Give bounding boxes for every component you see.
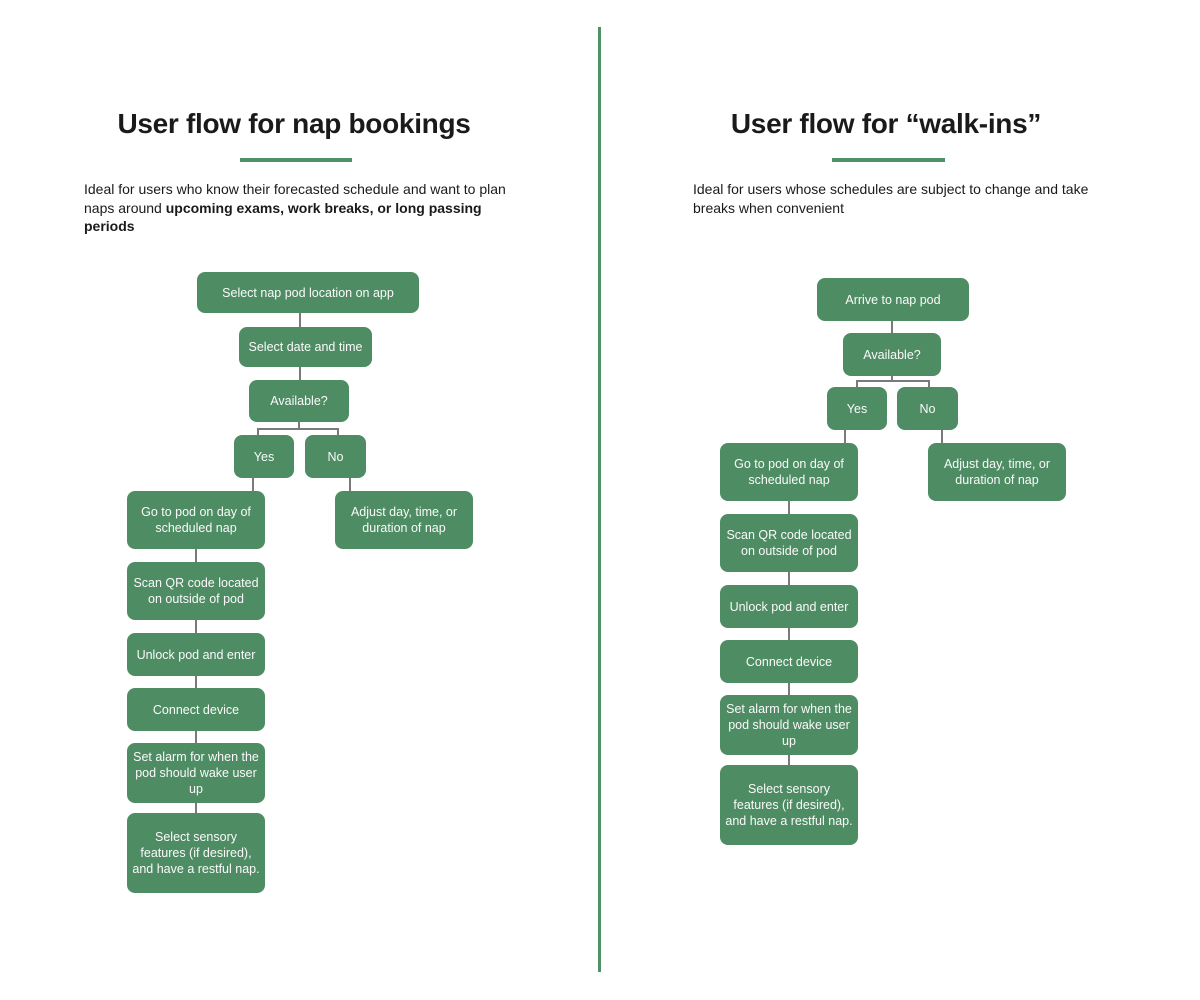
right-connector-line xyxy=(856,380,930,382)
left-connector-line xyxy=(299,313,301,327)
left-connector-line xyxy=(257,428,339,430)
flow-node-label: Yes xyxy=(846,401,868,416)
left-connector-line xyxy=(195,803,197,813)
right-flow-node-adjust: Adjust day, time, or duration of nap xyxy=(928,443,1066,501)
flow-node-label: Connect device xyxy=(152,702,240,717)
right-connector-line xyxy=(856,380,858,387)
flow-node-label: Adjust day, time, or duration of nap xyxy=(943,457,1051,487)
flow-node-label: Available? xyxy=(863,347,921,362)
flow-node-label: Go to pod on day of scheduled nap xyxy=(734,457,844,487)
right-connector-line xyxy=(891,321,893,333)
flow-node-label: No xyxy=(919,401,936,416)
flow-node-label: Connect device xyxy=(745,654,833,669)
right-flow-node-scan-qr: Scan QR code located on outside of pod xyxy=(720,514,858,572)
left-connector-line xyxy=(349,478,351,491)
panel-divider xyxy=(598,27,601,972)
left-flow-node-available: Available? xyxy=(249,380,349,422)
left-connector-line xyxy=(298,422,300,430)
flow-node-label: Go to pod on day of scheduled nap xyxy=(141,505,251,535)
left-panel-title: User flow for nap bookings xyxy=(117,108,471,139)
left-flow-node-connect: Connect device xyxy=(127,688,265,731)
right-flow-node-available: Available? xyxy=(843,333,941,376)
flow-node-label: Yes xyxy=(253,449,275,464)
right-flow-node-no: No xyxy=(897,387,958,430)
right-flow-node-go-to-pod: Go to pod on day of scheduled nap xyxy=(720,443,858,501)
right-flow-node-unlock: Unlock pod and enter xyxy=(720,585,858,628)
right-connector-line xyxy=(788,755,790,765)
left-flow-node-sensory: Select sensory features (if desired), an… xyxy=(127,813,265,893)
left-connector-line xyxy=(337,428,339,435)
right-flow-node-set-alarm: Set alarm for when the pod should wake u… xyxy=(720,695,858,755)
flow-node-label: Unlock pod and enter xyxy=(729,599,849,614)
left-title-underline xyxy=(240,158,352,162)
flow-node-label: Select nap pod location on app xyxy=(222,285,394,300)
right-panel-title: User flow for “walk-ins” xyxy=(730,108,1042,139)
left-flow-node-scan-qr: Scan QR code located on outside of pod xyxy=(127,562,265,620)
flow-node-label: Arrive to nap pod xyxy=(845,292,941,307)
left-flow-node-unlock: Unlock pod and enter xyxy=(127,633,265,676)
right-connector-line xyxy=(788,501,790,514)
left-flow-node-yes: Yes xyxy=(234,435,294,478)
right-connector-line xyxy=(788,572,790,585)
flow-node-label: Select date and time xyxy=(248,340,363,354)
left-connector-line xyxy=(299,367,301,380)
right-flow-node-yes: Yes xyxy=(827,387,887,430)
right-title-underline xyxy=(832,158,945,162)
left-connector-line xyxy=(195,620,197,633)
flow-node-label: Select sensory features (if desired), an… xyxy=(132,830,260,876)
left-flow-node-select-location: Select nap pod location on app xyxy=(197,272,419,313)
right-connector-line xyxy=(928,380,930,387)
flow-node-label: Select sensory features (if desired), an… xyxy=(725,782,853,828)
right-flow-node-connect: Connect device xyxy=(720,640,858,683)
left-flow-node-go-to-pod: Go to pod on day of scheduled nap xyxy=(127,491,265,549)
left-connector-line xyxy=(195,676,197,688)
right-panel-subtitle: Ideal for users whose schedules are subj… xyxy=(693,180,1123,217)
right-connector-line xyxy=(891,376,893,382)
flow-node-label: Unlock pod and enter xyxy=(136,647,256,662)
left-flow-node-no: No xyxy=(305,435,366,478)
left-flow-node-select-datetime: Select date and time xyxy=(239,327,372,367)
right-connector-line xyxy=(941,430,943,443)
flow-node-label: Available? xyxy=(270,394,328,408)
flow-node-label: No xyxy=(327,449,344,464)
flow-node-label: Adjust day, time, or duration of nap xyxy=(350,505,458,535)
flow-node-label: Scan QR code located on outside of pod xyxy=(726,528,852,558)
left-panel-subtitle: Ideal for users who know their forecaste… xyxy=(84,180,512,236)
right-connector-line xyxy=(788,628,790,640)
left-flow-node-set-alarm: Set alarm for when the pod should wake u… xyxy=(127,743,265,803)
left-connector-line xyxy=(195,549,197,562)
right-subtitle-text: Ideal for users whose schedules are subj… xyxy=(693,181,1089,216)
left-flow-node-adjust: Adjust day, time, or duration of nap xyxy=(335,491,473,549)
left-subtitle-bold-text: upcoming exams, work breaks, or long pas… xyxy=(84,199,482,235)
flow-node-label: Scan QR code located on outside of pod xyxy=(133,576,259,606)
flow-node-label: Set alarm for when the pod should wake u… xyxy=(133,750,259,796)
right-connector-line xyxy=(844,430,846,443)
right-flow-node-sensory: Select sensory features (if desired), an… xyxy=(720,765,858,845)
left-connector-line xyxy=(257,428,259,435)
left-connector-line xyxy=(252,478,254,491)
left-subtitle-text: Ideal for users who know their forecaste… xyxy=(84,181,506,216)
right-connector-line xyxy=(788,683,790,695)
right-flow-node-arrive: Arrive to nap pod xyxy=(817,278,969,321)
left-connector-line xyxy=(195,731,197,743)
flow-node-label: Set alarm for when the pod should wake u… xyxy=(726,702,852,748)
